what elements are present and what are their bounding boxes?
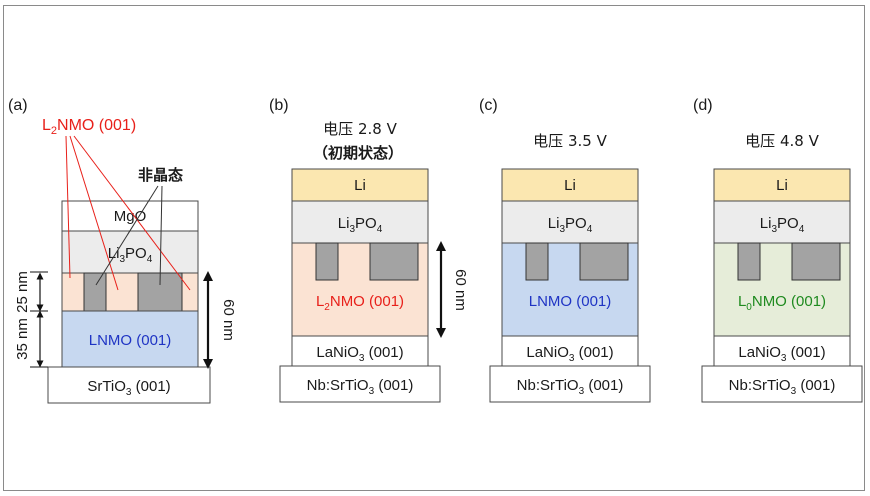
panel-b-title-line2: （初期状态） bbox=[313, 144, 403, 162]
panel-a-amorphous-label: 非晶态 bbox=[138, 166, 183, 184]
panel-a-dim-bottom-label: 35 nm bbox=[14, 318, 31, 360]
panel-a-label: (a) bbox=[8, 97, 28, 114]
panel-b-dim-label: 60 nm bbox=[452, 269, 469, 311]
panel-c-lipo-label: Li3PO4 bbox=[548, 215, 593, 235]
panel-b-lipo-layer bbox=[291, 200, 429, 244]
panel-b-substrate bbox=[279, 365, 441, 403]
panel-b-electrode-label: LaNiO3 (001) bbox=[316, 344, 403, 364]
panel-c-pillar-right bbox=[579, 242, 629, 281]
panel-c-electrode-label: LaNiO3 (001) bbox=[526, 344, 613, 364]
panel-d-lipo-label: Li3PO4 bbox=[760, 215, 805, 235]
panel-a-callout-l2nmo: L2NMO (001) bbox=[42, 117, 136, 137]
panel-b-li-label: Li bbox=[354, 177, 366, 194]
panel-b-label: (b) bbox=[269, 97, 289, 114]
panel-a-dim-total-label: 60 nm bbox=[220, 299, 237, 341]
panel-d-title-line1: 电压 4.8 V bbox=[745, 132, 819, 150]
panel-b-pillar-left bbox=[315, 242, 339, 281]
panel-a-dark-callout-lines bbox=[95, 185, 163, 286]
panel-d-electrode-label: LaNiO3 (001) bbox=[738, 344, 825, 364]
panel-d-substrate bbox=[701, 365, 863, 403]
panel-c-pillar-left bbox=[525, 242, 549, 281]
panel-a-red-callout-lines bbox=[65, 135, 191, 291]
panel-d-pillar-right bbox=[791, 242, 841, 281]
panel-b-active-label: L2NMO (001) bbox=[316, 293, 404, 313]
figure-frame bbox=[3, 5, 865, 491]
panel-c-lipo-layer bbox=[501, 200, 639, 244]
panel-c-electrode-layer bbox=[501, 335, 639, 367]
panel-c-li-label: Li bbox=[564, 177, 576, 194]
panel-a-dim-top-label: 25 nm bbox=[14, 271, 31, 313]
panel-d-li-layer bbox=[713, 168, 851, 202]
panel-a-substrate-label: SrTiO3 (001) bbox=[87, 378, 170, 398]
panel-d-electrode-layer bbox=[713, 335, 851, 367]
panel-a-lnmo-label: LNMO (001) bbox=[89, 332, 172, 349]
panel-b-lipo-label: Li3PO4 bbox=[338, 215, 383, 235]
panel-d-label: (d) bbox=[693, 97, 713, 114]
panel-d-pillar-left bbox=[737, 242, 761, 281]
panel-a-lipo-label: Li3PO4 bbox=[108, 245, 153, 265]
panel-b-electrode-layer bbox=[291, 335, 429, 367]
panel-b: (b) 电压 2.8 V （初期状态） Li Li3PO4 L2NMO (001… bbox=[269, 97, 469, 403]
panel-c-substrate bbox=[489, 365, 651, 403]
panel-c-title-line1: 电压 3.5 V bbox=[533, 132, 607, 150]
panel-c-substrate-label: Nb:SrTiO3 (001) bbox=[517, 377, 624, 397]
panel-b-substrate-label: Nb:SrTiO3 (001) bbox=[307, 377, 414, 397]
panel-d-active-label: L0NMO (001) bbox=[738, 293, 826, 313]
panel-d-substrate-label: Nb:SrTiO3 (001) bbox=[729, 377, 836, 397]
panel-d-lipo-layer bbox=[713, 200, 851, 244]
panel-d: (d) 电压 4.8 V Li Li3PO4 L0NMO (001) LaNiO… bbox=[693, 97, 863, 403]
panel-c-label: (c) bbox=[479, 97, 498, 114]
panel-a-lnmo-layer bbox=[61, 310, 199, 368]
panel-b-title-line1: 电压 2.8 V bbox=[323, 120, 397, 138]
panel-d-li-label: Li bbox=[776, 177, 788, 194]
panel-a-substrate bbox=[47, 366, 211, 404]
panel-c-li-layer bbox=[501, 168, 639, 202]
panel-c-active-label: LNMO (001) bbox=[529, 293, 612, 310]
panel-a: (a) L2NMO (001) 非晶态 MgO Li3PO4 LNMO (001… bbox=[8, 97, 237, 404]
panel-b-pillar-right bbox=[369, 242, 419, 281]
panel-c: (c) 电压 3.5 V Li Li3PO4 LNMO (001) LaNiO3… bbox=[479, 97, 651, 403]
panel-a-pillar-left bbox=[83, 272, 107, 312]
